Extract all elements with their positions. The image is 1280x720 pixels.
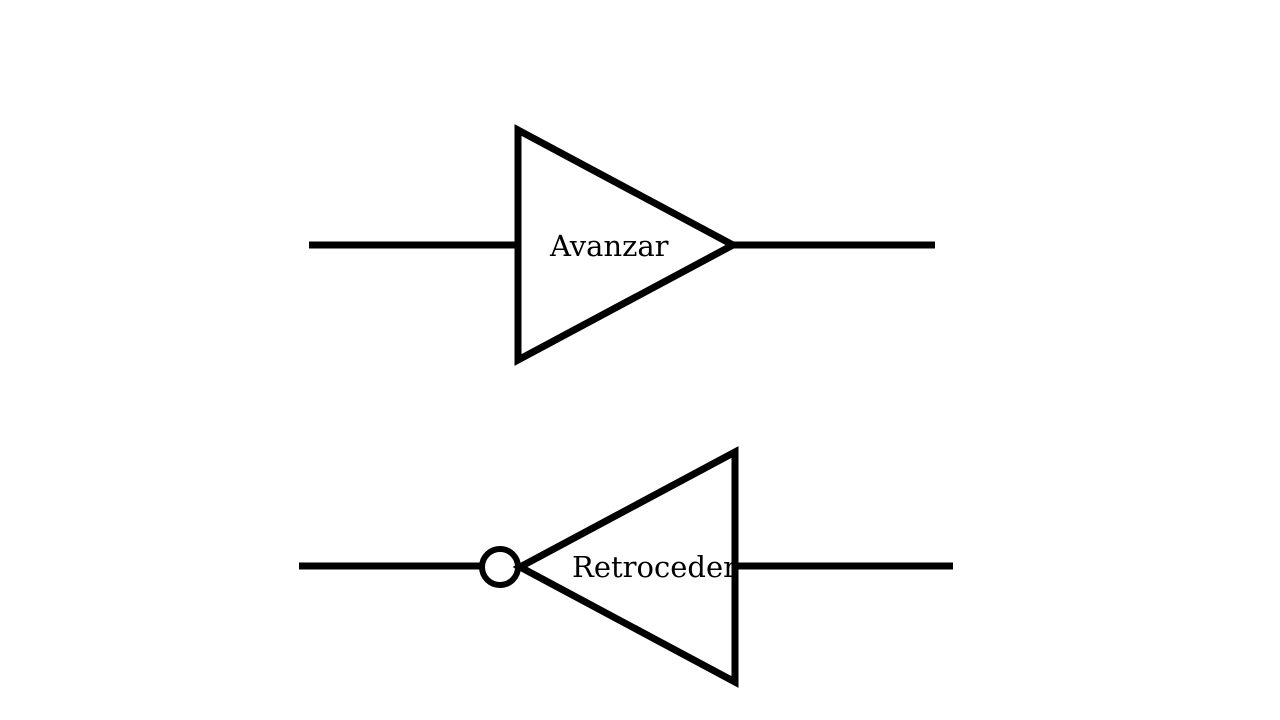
forward-gate-label: Avanzar <box>549 229 669 263</box>
backward-gate: Retroceder <box>299 446 953 688</box>
forward-gate-triangle <box>514 124 741 366</box>
forward-gate: Avanzar <box>309 124 935 366</box>
backward-gate-label: Retroceder <box>572 550 737 584</box>
